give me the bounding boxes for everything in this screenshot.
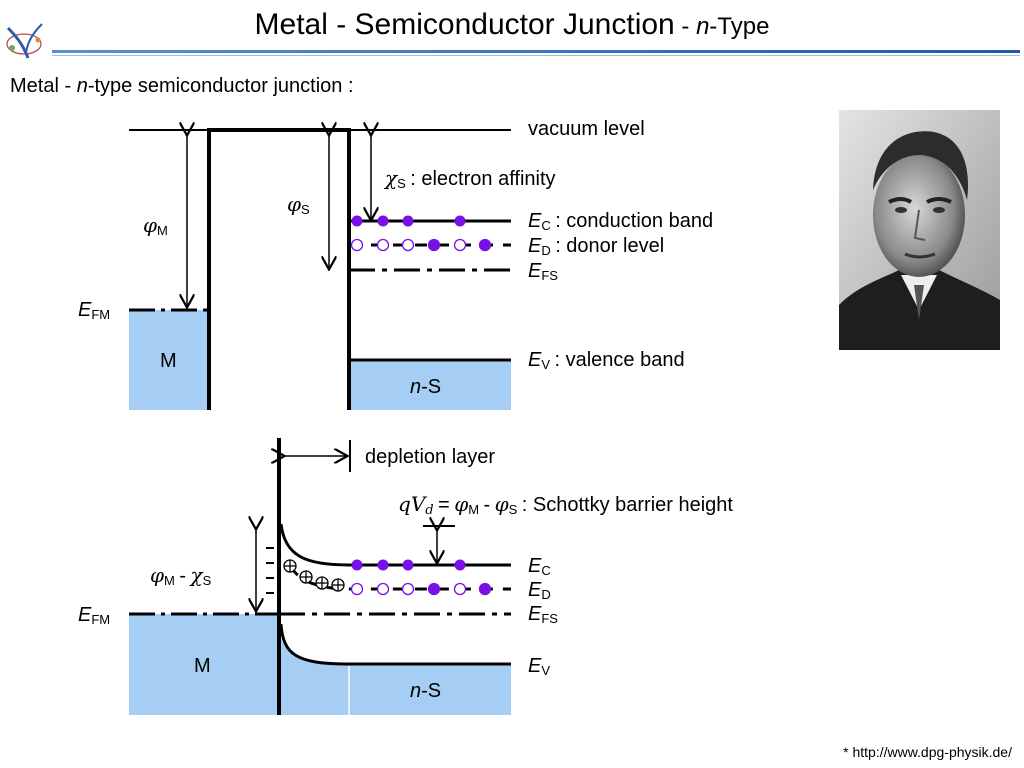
metal-surface-negative-charges <box>266 547 274 594</box>
semiconductor-label-bottom: n-S <box>410 680 442 702</box>
conduction-electrons-bottom <box>351 559 466 571</box>
portrait-photo <box>839 110 1000 350</box>
ed-label-bottom: ED <box>528 579 551 602</box>
metal-fill-top <box>129 310 209 410</box>
phi-m-label: φM <box>143 213 168 238</box>
ev-label-top: EV : valence band <box>528 349 685 372</box>
metal-label-top: M <box>160 350 177 372</box>
donor-states-bottom <box>350 582 492 596</box>
title-underline <box>52 50 1020 53</box>
university-logo-icon <box>6 23 43 59</box>
chi-s-label: χS : electron affinity <box>385 166 556 191</box>
phi-m-minus-chi-s-label: φM - χS <box>150 563 212 588</box>
source-footnote[interactable]: * http://www.dpg-physik.de/ <box>843 744 1012 760</box>
ed-label-top: ED : donor level <box>528 235 665 258</box>
ev-label-bottom: EV <box>528 655 551 678</box>
conduction-electrons-top <box>351 215 466 227</box>
page-title: Metal - Semiconductor Junction - n-Type <box>254 8 770 41</box>
efm-label-top: EFM <box>78 299 111 322</box>
ec-label-top: EC : conduction band <box>528 210 714 233</box>
ec-label-bottom: EC <box>528 555 551 578</box>
metal-label-bottom: M <box>194 655 211 677</box>
semiconductor-valence-fill-bottom <box>279 624 511 715</box>
efs-label-top: EFS <box>528 260 558 283</box>
ec-curve-bottom <box>279 523 511 567</box>
efm-label-bottom: EFM <box>78 604 111 627</box>
metal-fill-bottom <box>129 614 279 715</box>
efs-label-bottom: EFS <box>528 603 558 626</box>
title-underline-thin <box>52 55 1020 56</box>
semiconductor-label-top: n-S <box>410 376 442 398</box>
ionized-donors <box>283 559 345 592</box>
semiconductor-valence-fill-top <box>349 360 511 410</box>
barrier-height-formula: qVd = φM - φS : Schottky barrier height <box>398 492 733 518</box>
depletion-layer-label: depletion layer <box>365 446 496 468</box>
vacuum-level-label: vacuum level <box>528 118 645 140</box>
phi-s-label: φS <box>287 192 310 217</box>
subtitle: Metal - n-type semiconductor junction : <box>10 75 354 97</box>
donor-states-top <box>350 238 492 252</box>
junction-walls-top <box>207 128 351 410</box>
ev-curve-bottom <box>279 623 511 666</box>
